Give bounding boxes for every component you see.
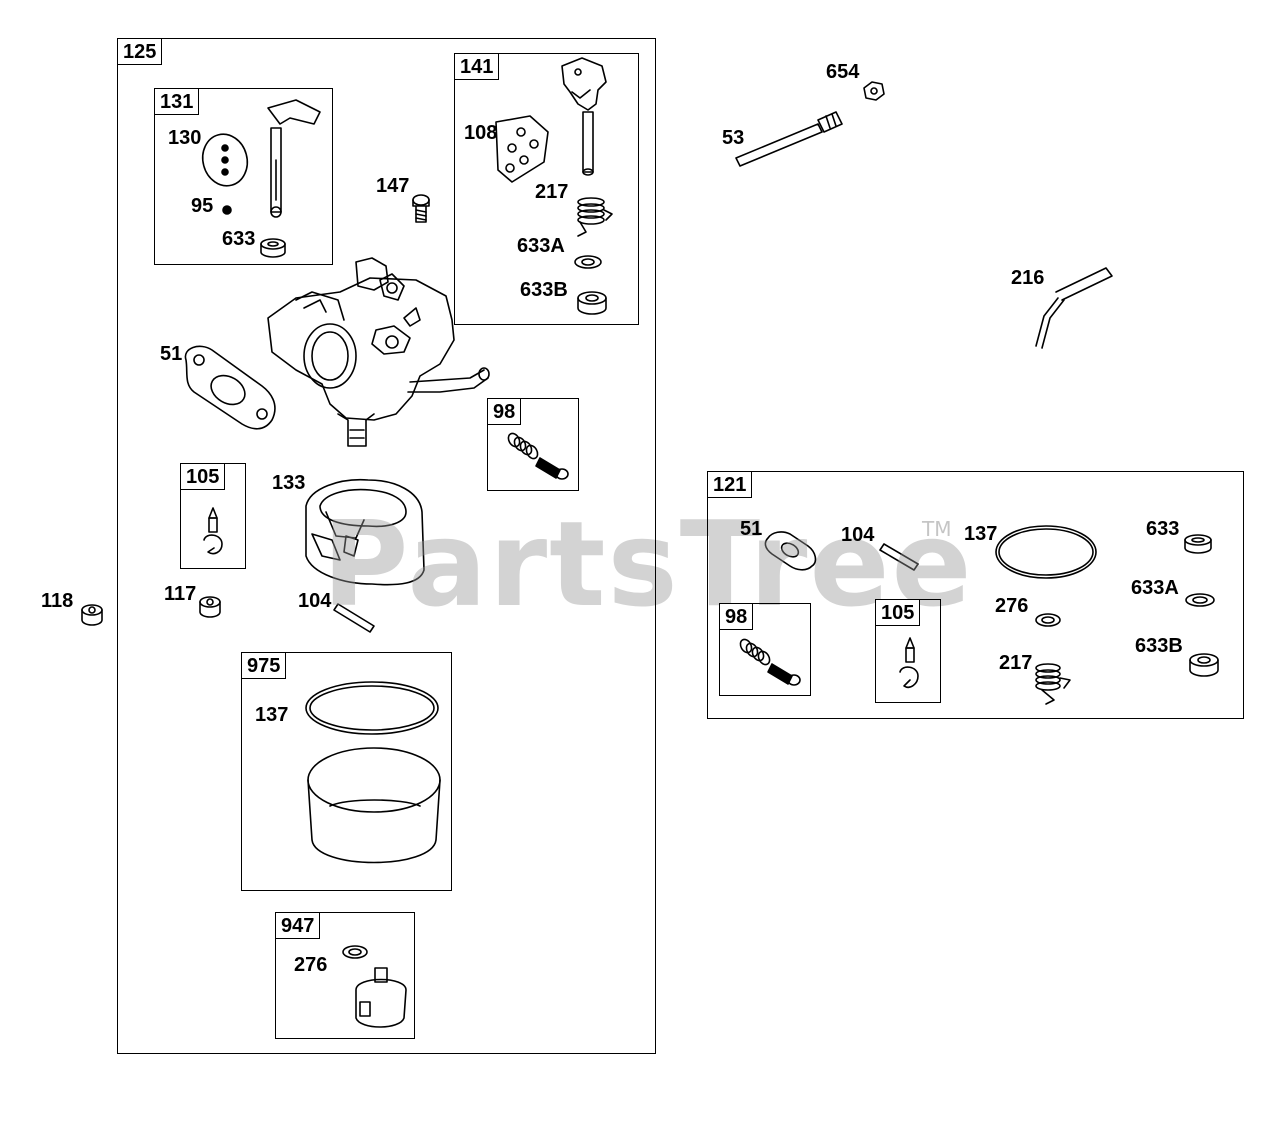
idle-screw-98-kit-part (767, 663, 801, 686)
group-98-box: 98 (487, 398, 579, 491)
seal-633A-kit-part (1185, 593, 1215, 607)
spring-217-part (577, 197, 613, 237)
group-131-box: 131 (154, 88, 333, 265)
group-975-box: 975 (241, 652, 452, 891)
group-105-tag: 105 (181, 464, 226, 490)
choke-plate-part (495, 115, 549, 183)
spring-98-kit-part (739, 638, 771, 666)
washer-276-kit-part (1035, 613, 1061, 627)
throttle-plate-part (201, 133, 249, 187)
group-98-tag: 98 (488, 399, 522, 425)
nut-654-part (863, 81, 885, 101)
throttle-shaft-part (267, 99, 321, 218)
pin-104-kit-part (879, 543, 919, 571)
group-105-kit-box: 105 (875, 599, 941, 703)
group-105-kit-tag: 105 (876, 600, 921, 626)
spring-217-kit-part (1035, 663, 1071, 705)
group-105-box: 105 (180, 463, 246, 569)
washer-276-part (342, 945, 368, 959)
pin-104-part (333, 603, 375, 633)
gasket-51-part (184, 345, 276, 430)
inlet-needle-105-part (203, 507, 223, 555)
group-98-kit-box: 98 (719, 603, 811, 696)
solenoid-947-part (355, 967, 407, 1028)
screw-95-part (222, 205, 232, 215)
link-216-part (1035, 267, 1113, 349)
choke-shaft-part (561, 57, 607, 176)
nut-118-part (81, 604, 103, 626)
bowl-975-part (307, 747, 441, 864)
group-125-tag: 125 (118, 39, 163, 65)
oring-137-kit-part (995, 525, 1097, 579)
group-121-tag: 121 (708, 472, 753, 498)
group-975-tag: 975 (242, 653, 287, 679)
gasket-51-kit-part (764, 531, 817, 571)
spring-98-part (507, 432, 539, 460)
inlet-needle-105-kit-part (899, 637, 919, 689)
watermark-trademark: TM (922, 517, 952, 541)
idle-screw-98-part (535, 457, 569, 480)
bushing-633-part (260, 238, 286, 258)
group-947-box: 947 (275, 912, 415, 1039)
group-98-kit-tag: 98 (720, 604, 754, 630)
group-141-box: 141 (454, 53, 639, 325)
bushing-633B-kit-part (1189, 653, 1219, 677)
group-947-tag: 947 (276, 913, 321, 939)
nut-117-part (199, 596, 221, 618)
float-133-part (305, 478, 425, 586)
group-141-tag: 141 (455, 54, 500, 80)
watermark: PartsTree (322, 495, 974, 633)
group-125-box: 125 (117, 38, 656, 1054)
screw-147-part (412, 194, 430, 223)
carburetor-body-part (267, 257, 490, 447)
oring-137-part (305, 681, 439, 735)
bushing-633-kit-part (1184, 534, 1212, 554)
bushing-633B-part (577, 291, 607, 315)
group-121-box: 121 (707, 471, 1244, 719)
seal-633A-part (574, 255, 602, 269)
group-131-tag: 131 (155, 89, 200, 115)
shaft-53-part (735, 111, 843, 167)
